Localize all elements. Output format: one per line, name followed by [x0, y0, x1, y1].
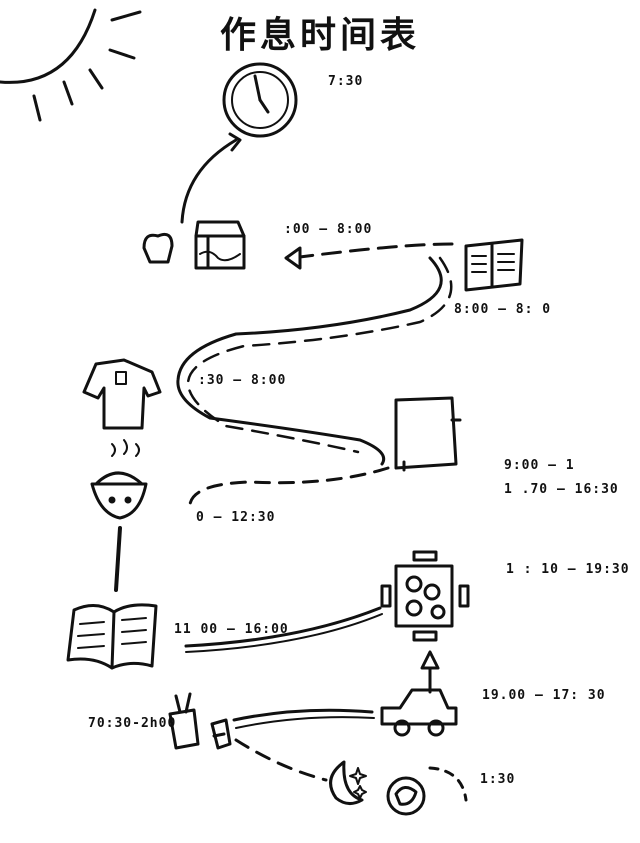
- time-dress: :30 — 8:00: [198, 373, 287, 388]
- time-breakfast: :00 — 8:00: [284, 222, 373, 237]
- time-homework: 11 00 — 16:00: [174, 622, 289, 637]
- time-wash: 70:30-2h00: [88, 716, 177, 731]
- shirt-icon: [82, 358, 162, 430]
- page-title: 作息时间表: [219, 14, 420, 56]
- time-wake: 7:30: [328, 74, 364, 89]
- time-study-a: 9:00 — 1: [504, 458, 575, 473]
- notebook-icon: [394, 396, 462, 472]
- bread-icon: [142, 232, 174, 264]
- rice-bowl-icon: [90, 439, 148, 520]
- time-travel: 19.00 — 17: 30: [482, 688, 606, 703]
- arrow-up-icon: [180, 138, 238, 224]
- sun-icon: [0, 8, 142, 122]
- time-lunch: 0 — 12:30: [196, 510, 276, 525]
- time-dinner: 1 : 10 — 19:30: [506, 562, 630, 577]
- time-study-b: 1 .70 — 16:30: [504, 482, 619, 497]
- dinner-table-icon: [380, 550, 470, 642]
- milk-carton-icon: [194, 220, 246, 270]
- open-book-icon: [464, 238, 524, 292]
- pillow-icon: [386, 776, 426, 816]
- time-reading: 8:00 — 8: 0: [454, 302, 552, 317]
- car-icon: [380, 688, 458, 737]
- toothbrush-icon: [210, 718, 232, 750]
- pencil-cup-icon: [168, 692, 200, 750]
- time-sleep: 1:30: [480, 772, 516, 787]
- clock-icon: [222, 62, 298, 138]
- open-notebook-icon: [66, 603, 158, 670]
- moon-stars-icon: [329, 760, 367, 805]
